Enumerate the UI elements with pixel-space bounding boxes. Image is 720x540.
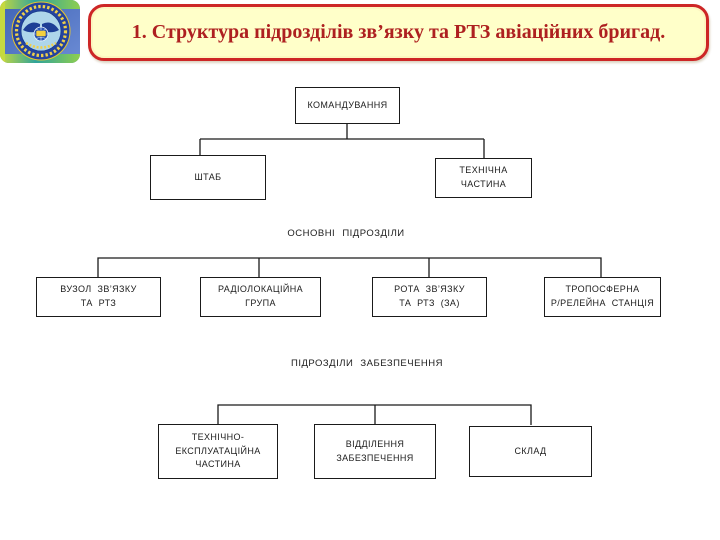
org-node-technical-maintenance-part: ТЕХНІЧНО- ЕКСПЛУАТАЦІЙНА ЧАСТИНА (158, 424, 278, 479)
org-node-command: КОМАНДУВАННЯ (295, 87, 400, 124)
org-node-troposphere-station: ТРОПОСФЕРНА Р/РЕЛЕЙНА СТАНЦІЯ (544, 277, 661, 317)
org-node-technical-part: ТЕХНІЧНА ЧАСТИНА (435, 158, 532, 198)
org-node-warehouse: СКЛАД (469, 426, 592, 477)
org-node-radar-group: РАДІОЛОКАЦІЙНА ГРУПА (200, 277, 321, 317)
section-label-main-units: ОСНОВНІ ПІДРОЗДІЛИ (287, 228, 405, 239)
slide-title: 1. Структура підрозділів зв’язку та РТЗ … (131, 21, 666, 43)
emblem-icon (0, 0, 80, 63)
university-emblem-logo (0, 0, 82, 64)
org-node-supply-detachment: ВІДДІЛЕННЯ ЗАБЕЗПЕЧЕННЯ (314, 424, 436, 479)
org-node-communication-node: ВУЗОЛ ЗВ’ЯЗКУ ТА РТЗ (36, 277, 161, 317)
section-label-support-units: ПІДРОЗДІЛИ ЗАБЕЗПЕЧЕННЯ (290, 358, 444, 369)
org-node-signal-company: РОТА ЗВ’ЯЗКУ ТА РТЗ (ЗА) (372, 277, 487, 317)
slide-title-banner: 1. Структура підрозділів зв’язку та РТЗ … (88, 4, 709, 61)
org-node-staff: ШТАБ (150, 155, 266, 200)
